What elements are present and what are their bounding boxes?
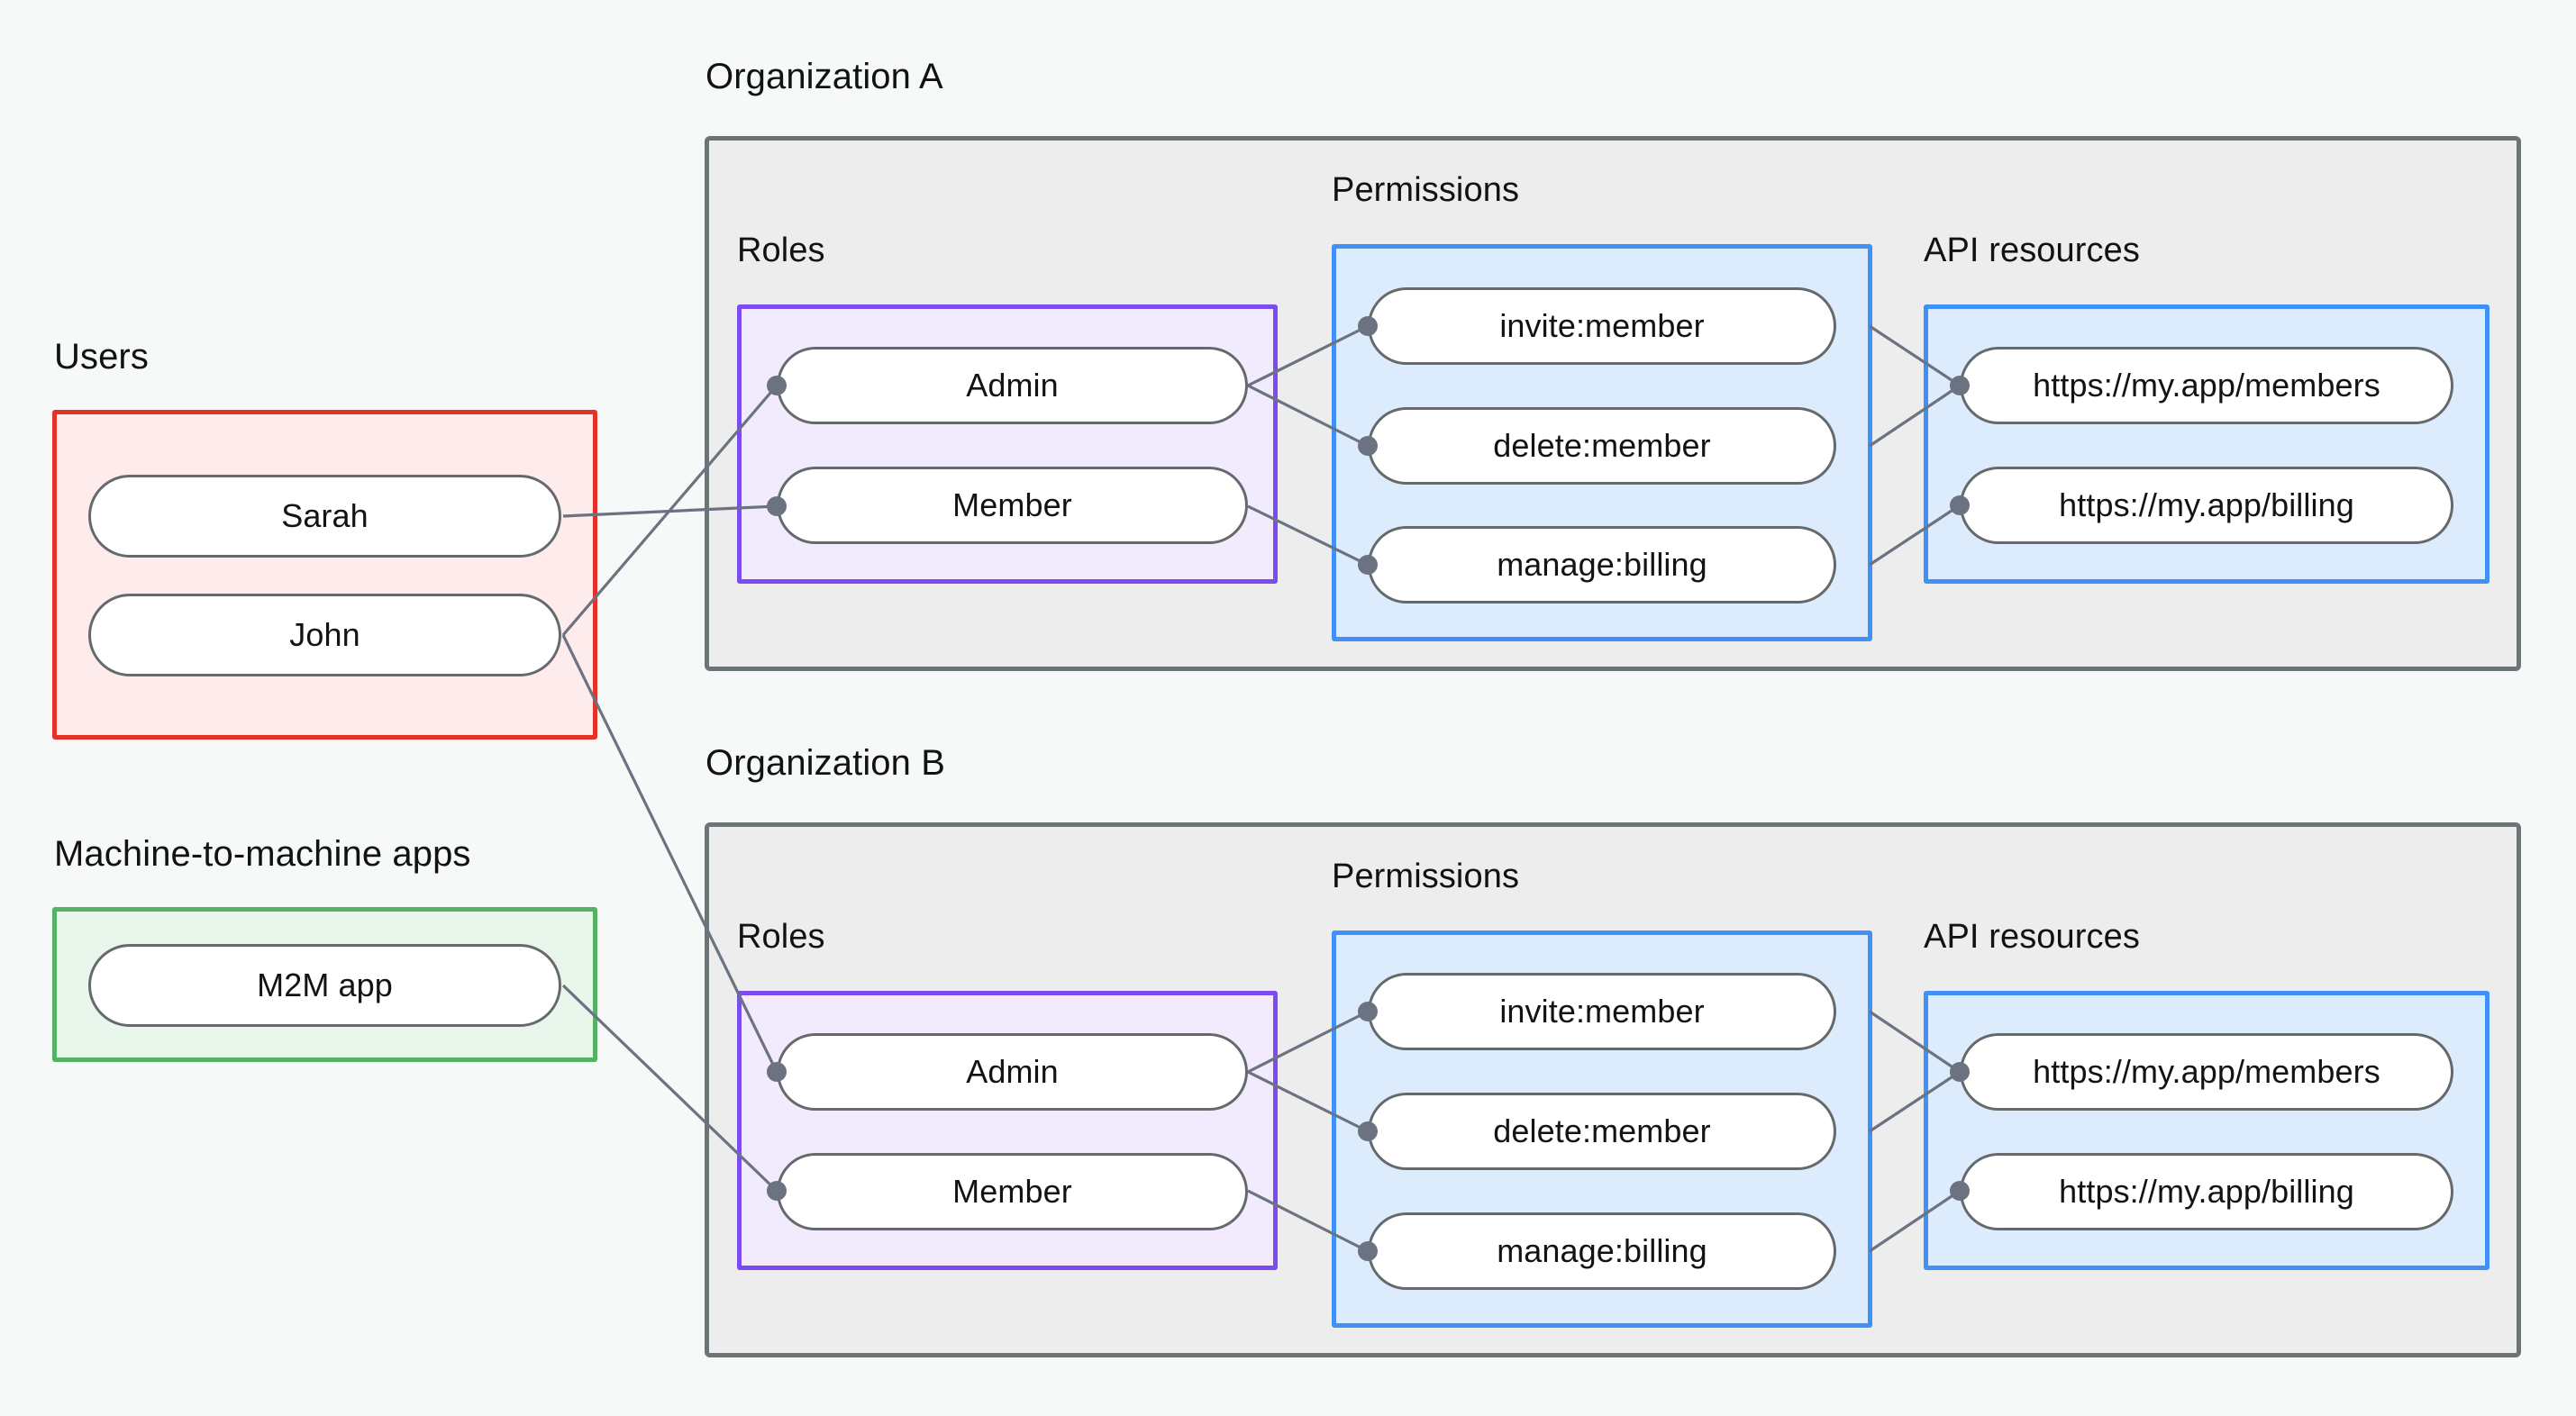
org-b-permissions-label: Permissions	[1332, 858, 1520, 895]
org-a-roles-label: Roles	[737, 231, 825, 269]
org-b-roles-label: Roles	[737, 918, 825, 956]
org-a-api-pill-billing[interactable]: https://my.app/billing	[1960, 467, 2453, 544]
org-a-permission-pill-delete-member[interactable]: delete:member	[1368, 407, 1836, 485]
org-a-permission-pill-invite-member[interactable]: invite:member	[1368, 287, 1836, 365]
org-a-permissions-label: Permissions	[1332, 171, 1520, 209]
org-b-role-pill-admin[interactable]: Admin	[777, 1033, 1248, 1111]
organization-b-label: Organization B	[705, 743, 945, 783]
org-b-role-pill-member[interactable]: Member	[777, 1153, 1248, 1230]
organization-a-label: Organization A	[705, 57, 943, 96]
m2m-pill-app[interactable]: M2M app	[88, 944, 561, 1027]
user-pill-sarah[interactable]: Sarah	[88, 475, 561, 558]
org-a-role-pill-admin[interactable]: Admin	[777, 347, 1248, 424]
org-b-permission-pill-manage-billing[interactable]: manage:billing	[1368, 1212, 1836, 1290]
users-group-label: Users	[54, 337, 149, 377]
org-a-permission-pill-manage-billing[interactable]: manage:billing	[1368, 526, 1836, 604]
org-b-api-pill-members[interactable]: https://my.app/members	[1960, 1033, 2453, 1111]
org-b-permission-pill-delete-member[interactable]: delete:member	[1368, 1093, 1836, 1170]
org-b-api-pill-billing[interactable]: https://my.app/billing	[1960, 1153, 2453, 1230]
users-group-box	[52, 410, 597, 740]
org-a-api-pill-members[interactable]: https://my.app/members	[1960, 347, 2453, 424]
org-a-api-resources-label: API resources	[1924, 231, 2140, 269]
org-b-permission-pill-invite-member[interactable]: invite:member	[1368, 973, 1836, 1050]
org-b-api-resources-label: API resources	[1924, 918, 2140, 956]
user-pill-john[interactable]: John	[88, 594, 561, 676]
org-a-role-pill-member[interactable]: Member	[777, 467, 1248, 544]
m2m-group-label: Machine-to-machine apps	[54, 834, 471, 874]
